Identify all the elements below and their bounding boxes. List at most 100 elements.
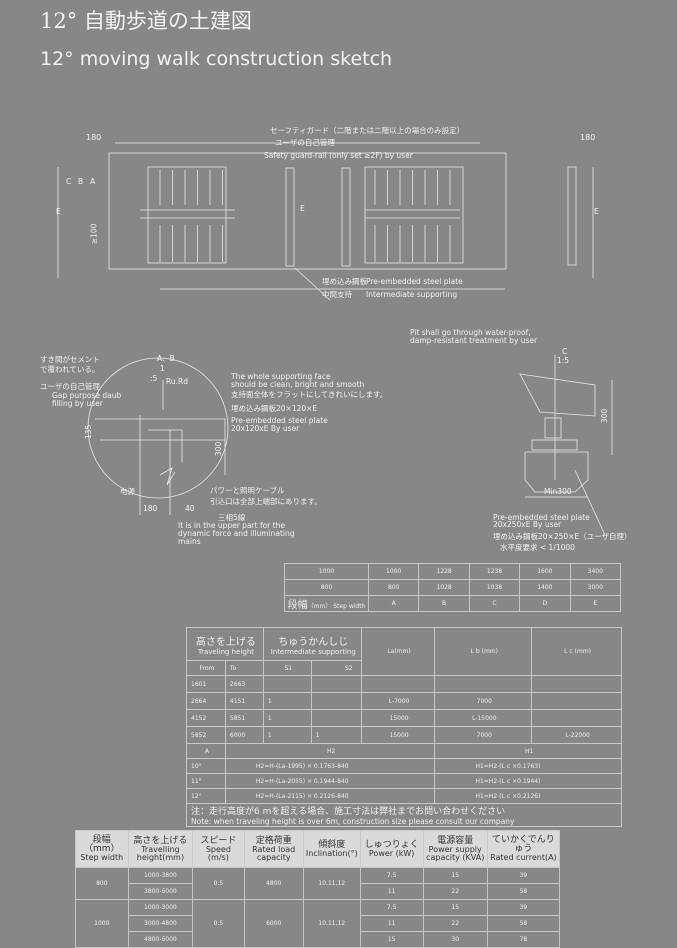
mid-support-en: Intermediate supporting [366, 290, 458, 299]
dim-b: B [78, 177, 84, 186]
user-jp: ユーザの自己管理 [40, 382, 100, 391]
cell: H1=H2-(L c ×0.1763) [434, 758, 622, 774]
dim-300: 300 [214, 441, 224, 457]
from-head: From [186, 660, 226, 676]
cell: H1=H2-(L c ×0.1944) [434, 773, 622, 789]
cell: 1 [262, 726, 312, 744]
cell: 10° [186, 758, 226, 774]
header-en: Power supply capacity (KVA) [426, 844, 485, 862]
cell: 800 [75, 867, 129, 900]
cell: 7.5 [359, 867, 424, 884]
cell: 3000 [569, 579, 622, 596]
cell: 6000 [224, 726, 264, 744]
cell [531, 692, 622, 710]
cell: B [418, 595, 470, 612]
cell: 1028 [418, 579, 470, 596]
cell: 7.5 [359, 899, 424, 916]
cell: 800 [367, 579, 420, 596]
dim-e-right: E [594, 207, 599, 216]
cell [310, 709, 362, 727]
cell: C [468, 595, 521, 612]
plate-jp: 埋め込み鋼板 [322, 277, 367, 286]
title-japanese: 12° 自動歩道の土建図 [40, 9, 252, 33]
header-jp: 定格荷重 [255, 835, 292, 846]
header-jp: 段幅（mm） [84, 835, 120, 854]
gap-jp1: すき間がセメント [40, 355, 100, 364]
detail-ab-scale: 1 [160, 364, 165, 373]
dim-180: 180 [143, 504, 158, 513]
cell: 1228 [418, 563, 470, 580]
detail-c [519, 355, 613, 536]
cell: 1600 [519, 563, 571, 580]
header-jp: ていかくでんりゅう [492, 835, 555, 854]
cell: 1000 [367, 563, 420, 580]
cell: 58 [486, 883, 561, 900]
cell: 0.5 [192, 867, 245, 900]
guard-rail-en: Safety guard-rail (only set ≥2F) by user [264, 151, 413, 160]
cell: 2663 [224, 675, 264, 693]
plan-view [57, 142, 594, 301]
mains-en3: mains [178, 537, 201, 546]
cell: L-15000 [434, 709, 533, 727]
detail-c-scale: 1:5 [557, 356, 570, 365]
step-width-jp: 段幅 [287, 600, 308, 611]
step-width-en: Step width [333, 603, 366, 610]
header-jp: スピード [200, 835, 237, 846]
header-en: Inclination(°) [305, 848, 358, 858]
detail-ab-label: A、B [157, 354, 175, 363]
a-head: A [186, 743, 226, 759]
cell: 4800-6000 [127, 931, 194, 948]
cable-jp2: 引込口は全部上端部にあります。 [210, 497, 322, 506]
cell: 15 [359, 931, 424, 948]
header-jp: 電源容量 [437, 835, 474, 846]
cell: 3000-4800 [127, 915, 194, 932]
cell: H2=H-(La-2055) × 0.1944-840 [224, 773, 436, 789]
cell: 5851 [224, 709, 264, 727]
dim-e-left: E [56, 207, 61, 216]
pit-2: damp-resistant treatment by user [410, 336, 538, 345]
cell: 1038 [468, 579, 521, 596]
lb-head: L b (mm) [434, 627, 533, 676]
ab-plate-jp: 埋め込み鋼板20×120×E [231, 404, 318, 413]
cell: A [367, 595, 420, 612]
note-en: Note: when traveling height is over 6m, … [191, 817, 515, 826]
cell: 800 [284, 579, 369, 596]
cell: 30 [422, 931, 488, 948]
h-jp: 高さを上げる [195, 636, 256, 648]
cell: 4152 [186, 709, 226, 727]
cell: 12° [186, 788, 226, 804]
cell: 15000 [360, 709, 436, 727]
three-phase: 三相5線 [218, 513, 246, 522]
cell: H1=H2-(L c ×0.2126) [434, 788, 622, 804]
guard-rail-jp2: ユーザの自己管理 [275, 138, 335, 147]
cell: 1238 [468, 563, 521, 580]
cell: 58 [486, 915, 561, 932]
detail-c-label: C [562, 347, 568, 356]
cell: 11 [359, 915, 424, 932]
scale-5: :5 [150, 374, 158, 383]
dim-a: A [90, 177, 96, 186]
dim-180-left: 180 [86, 133, 102, 142]
cell: E [569, 595, 622, 612]
header-jp: しゅつりょく [364, 839, 419, 850]
cell: 3800-6000 [127, 883, 194, 900]
cell [434, 675, 533, 693]
cell: 39 [486, 867, 561, 884]
cell [531, 709, 622, 727]
cell: 2664 [186, 692, 226, 710]
unit: （mm） [307, 603, 332, 610]
c-plate-en2: 20x250xE By user [493, 520, 562, 529]
s1-head: S1 [262, 660, 312, 676]
cell: 10,11,12 [302, 867, 361, 900]
